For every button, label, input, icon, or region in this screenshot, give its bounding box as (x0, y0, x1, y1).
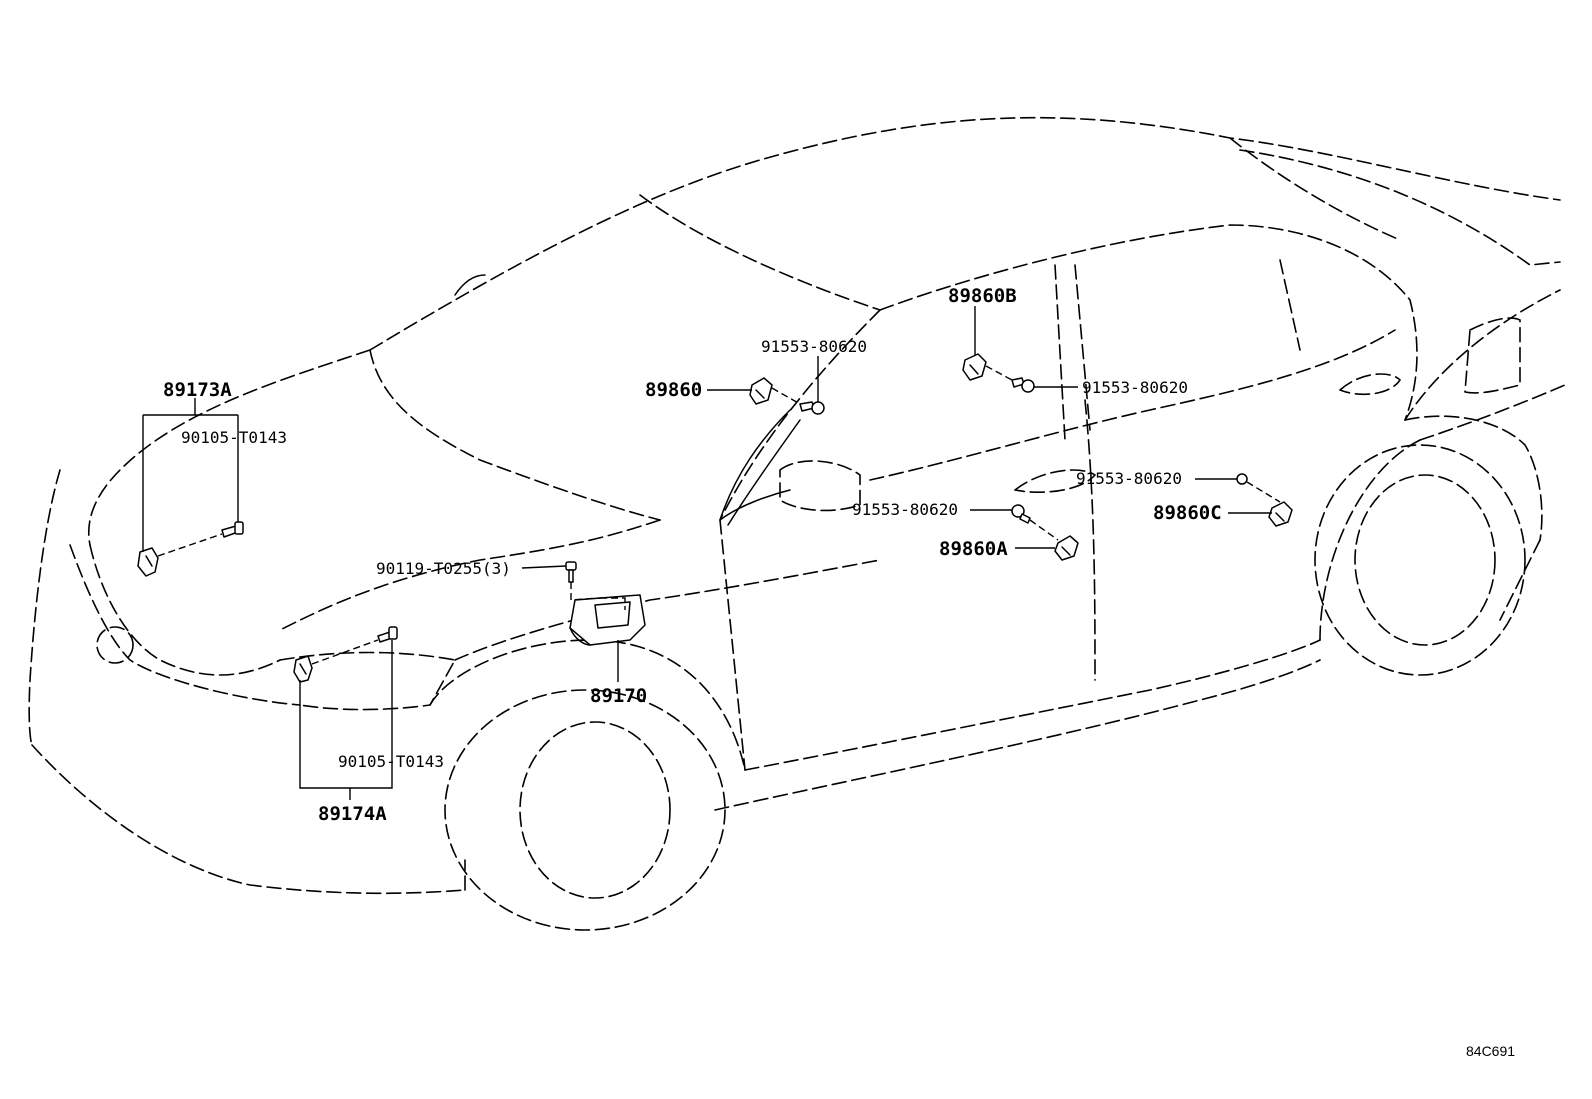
label-91553-c: 91553-80620 (1076, 469, 1182, 488)
nut-91553-b-icon (1011, 377, 1035, 393)
bolt-90119-icon (565, 561, 577, 583)
callout-leaders (142, 306, 1272, 800)
nut-91553-c-icon (1236, 473, 1248, 485)
leader-89860C-nut (1246, 481, 1281, 503)
bolt-90105-upper-icon (221, 521, 244, 538)
nut-91553-d-icon (1011, 504, 1031, 524)
car-body-outline (28, 116, 1566, 931)
leader-90119-module (570, 582, 601, 601)
leader-89173A-bolt (157, 533, 223, 557)
label-91553-a: 91553-80620 (761, 337, 867, 356)
label-90105-upper: 90105-T0143 (181, 428, 287, 447)
sensor-89860-icon (749, 377, 773, 405)
sensor-89173A-icon (137, 547, 159, 577)
leader-89174A-bolt (311, 639, 379, 665)
label-89174A: 89174A (318, 803, 387, 825)
sensor-89860B-icon (962, 353, 987, 381)
diagram-reference-code: 84C691 (1466, 1043, 1515, 1059)
airbag-module-89170-icon (569, 594, 646, 646)
label-91553-b: 91553-80620 (1082, 378, 1188, 397)
leader-89860A-nut (1029, 519, 1059, 541)
label-89170: 89170 (590, 685, 647, 707)
label-89860B: 89860B (948, 285, 1017, 307)
label-89860: 89860 (645, 379, 702, 401)
label-89860A: 89860A (939, 538, 1008, 560)
label-89173A: 89173A (163, 379, 232, 401)
sensor-89860A-icon (1054, 535, 1079, 561)
bolt-90105-lower-icon (377, 626, 398, 643)
label-89860C: 89860C (1153, 502, 1222, 524)
label-90105-lower: 90105-T0143 (338, 752, 444, 771)
sensor-89174A-icon (293, 655, 313, 683)
label-90119: 90119-T0255(3) (376, 559, 511, 578)
leader-90119-module-b (600, 597, 626, 610)
sensor-89860C-icon (1268, 501, 1293, 527)
label-91553-d: 91553-80620 (852, 500, 958, 519)
leader-89860B-nut (985, 365, 1013, 381)
nut-91553-a-icon (799, 401, 825, 415)
leader-89860-nut (771, 387, 801, 405)
